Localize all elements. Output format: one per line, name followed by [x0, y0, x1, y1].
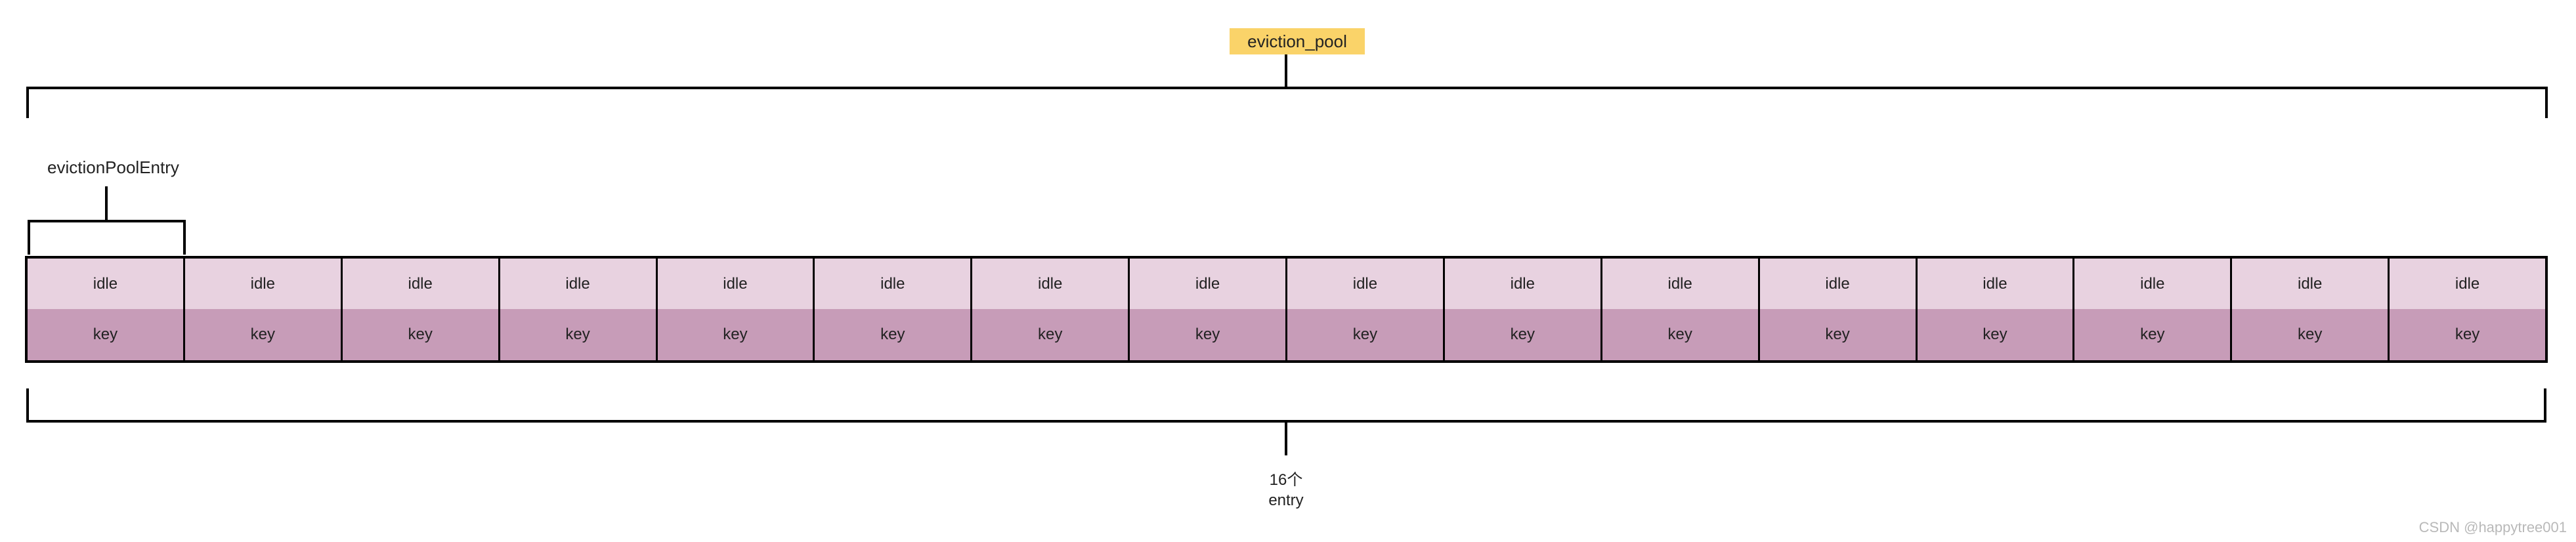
entry-span-bracket: [28, 220, 186, 255]
entry-count-number: 16个: [1269, 471, 1303, 489]
key-cell: key: [1444, 309, 1600, 360]
key-cell: key: [1287, 309, 1443, 360]
idle-cell: idle: [184, 259, 341, 309]
key-cell: key: [1759, 309, 1916, 360]
key-cell: key: [342, 309, 498, 360]
key-cell: key: [2390, 309, 2545, 360]
key-cell: key: [184, 309, 341, 360]
idle-cell: idle: [1287, 259, 1443, 309]
idle-cell: idle: [1602, 259, 1758, 309]
key-cell: key: [1602, 309, 1758, 360]
idle-cell: idle: [1130, 259, 1285, 309]
idle-cell: idle: [1917, 259, 2073, 309]
idle-cell: idle: [657, 259, 813, 309]
key-cell: key: [972, 309, 1128, 360]
idle-cell: idle: [2390, 259, 2545, 309]
key-cell: key: [657, 309, 813, 360]
count-connector-line: [1285, 421, 1287, 455]
entry-connector-line: [105, 186, 108, 222]
key-cell: key: [815, 309, 971, 360]
key-cell: key: [28, 309, 183, 360]
idle-cell: idle: [1759, 259, 1916, 309]
root-connector-line: [1285, 54, 1287, 89]
pool-span-bracket: [26, 87, 2548, 118]
idle-cell: idle: [2232, 259, 2388, 309]
key-cell: key: [2074, 309, 2231, 360]
entry-count-bracket: [26, 388, 2546, 423]
entry-count-label: 16个 entry: [1188, 470, 1385, 511]
watermark: CSDN @happytree001: [2418, 519, 2567, 535]
idle-cell: idle: [28, 259, 183, 309]
entry-count-word: entry: [1268, 491, 1304, 509]
idle-cell: idle: [972, 259, 1128, 309]
key-cell: key: [500, 309, 656, 360]
idle-cell: idle: [500, 259, 656, 309]
idle-cell: idle: [1444, 259, 1600, 309]
key-cell: key: [2232, 309, 2388, 360]
idle-cell: idle: [815, 259, 971, 309]
idle-cell: idle: [2074, 259, 2231, 309]
eviction-pool-entry-label: evictionPoolEntry: [47, 157, 179, 177]
idle-cell: idle: [342, 259, 498, 309]
key-cell: key: [1130, 309, 1285, 360]
eviction-pool-label: eviction_pool: [1230, 28, 1365, 54]
key-cell: key: [1917, 309, 2073, 360]
